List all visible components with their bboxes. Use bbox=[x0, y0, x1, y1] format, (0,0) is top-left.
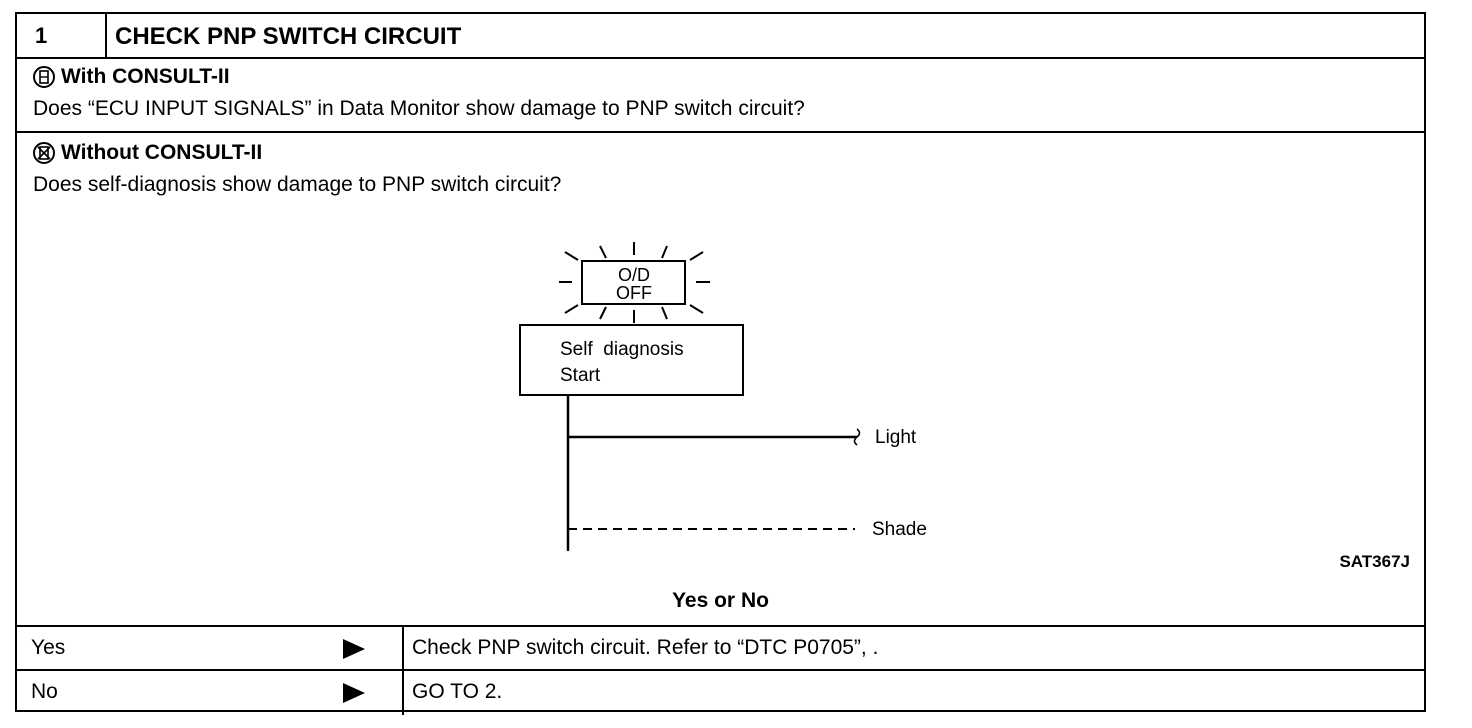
result-action-no: GO TO 2. bbox=[402, 671, 1424, 715]
self-diagnosis-diagram: O/D OFF Self diagnosis Start Light Shade bbox=[519, 242, 927, 551]
lamp-line2: OFF bbox=[616, 283, 652, 303]
without-consult-heading: Without CONSULT-II bbox=[33, 141, 262, 165]
step-number: 1 bbox=[17, 14, 107, 57]
od-off-lamp bbox=[581, 260, 686, 305]
step-title: CHECK PNP SWITCH CIRCUIT bbox=[115, 23, 462, 50]
figure-reference: SAT367J bbox=[1339, 552, 1410, 571]
result-label-yes: Yes bbox=[31, 636, 66, 659]
without-consult-title: Without CONSULT-II bbox=[61, 141, 263, 164]
diagnostic-step-table: 1 CHECK PNP SWITCH CIRCUIT With CONSULT-… bbox=[15, 12, 1426, 715]
with-consult-question: Does “ECU INPUT SIGNALS” in Data Monitor… bbox=[33, 97, 805, 120]
result-label-no: No bbox=[31, 680, 58, 703]
no-consult-icon bbox=[33, 142, 55, 164]
result-action-yes: Check PNP switch circuit. Refer to “DTC … bbox=[402, 627, 1424, 669]
step-header: 1 CHECK PNP SWITCH CIRCUIT bbox=[17, 14, 1424, 59]
yes-or-no-prompt: Yes or No bbox=[672, 589, 769, 612]
arrow-right-icon bbox=[343, 639, 365, 659]
shade-label: Shade bbox=[872, 519, 927, 540]
lamp-line1: O/D bbox=[618, 265, 650, 285]
with-consult-title: With CONSULT-II bbox=[61, 65, 230, 88]
result-row-yes: Yes Check PNP switch circuit. Refer to “… bbox=[17, 627, 1424, 671]
with-consult-heading: With CONSULT-II bbox=[33, 65, 230, 89]
consult-tool-icon bbox=[33, 66, 55, 88]
self-diagnosis-box bbox=[519, 324, 744, 396]
box-line2: Start bbox=[560, 365, 601, 386]
box-line1: Self diagnosis bbox=[560, 339, 684, 360]
light-label: Light bbox=[875, 427, 917, 448]
without-consult-section: Without CONSULT-II Does self-diagnosis s… bbox=[17, 133, 1424, 627]
without-consult-question: Does self-diagnosis show damage to PNP s… bbox=[33, 173, 562, 196]
with-consult-section: With CONSULT-II Does “ECU INPUT SIGNALS”… bbox=[17, 59, 1424, 133]
arrow-right-icon bbox=[343, 683, 365, 703]
result-row-no: No GO TO 2. bbox=[17, 671, 1424, 715]
lamp-rays bbox=[559, 242, 710, 323]
light-line-break bbox=[853, 428, 861, 446]
